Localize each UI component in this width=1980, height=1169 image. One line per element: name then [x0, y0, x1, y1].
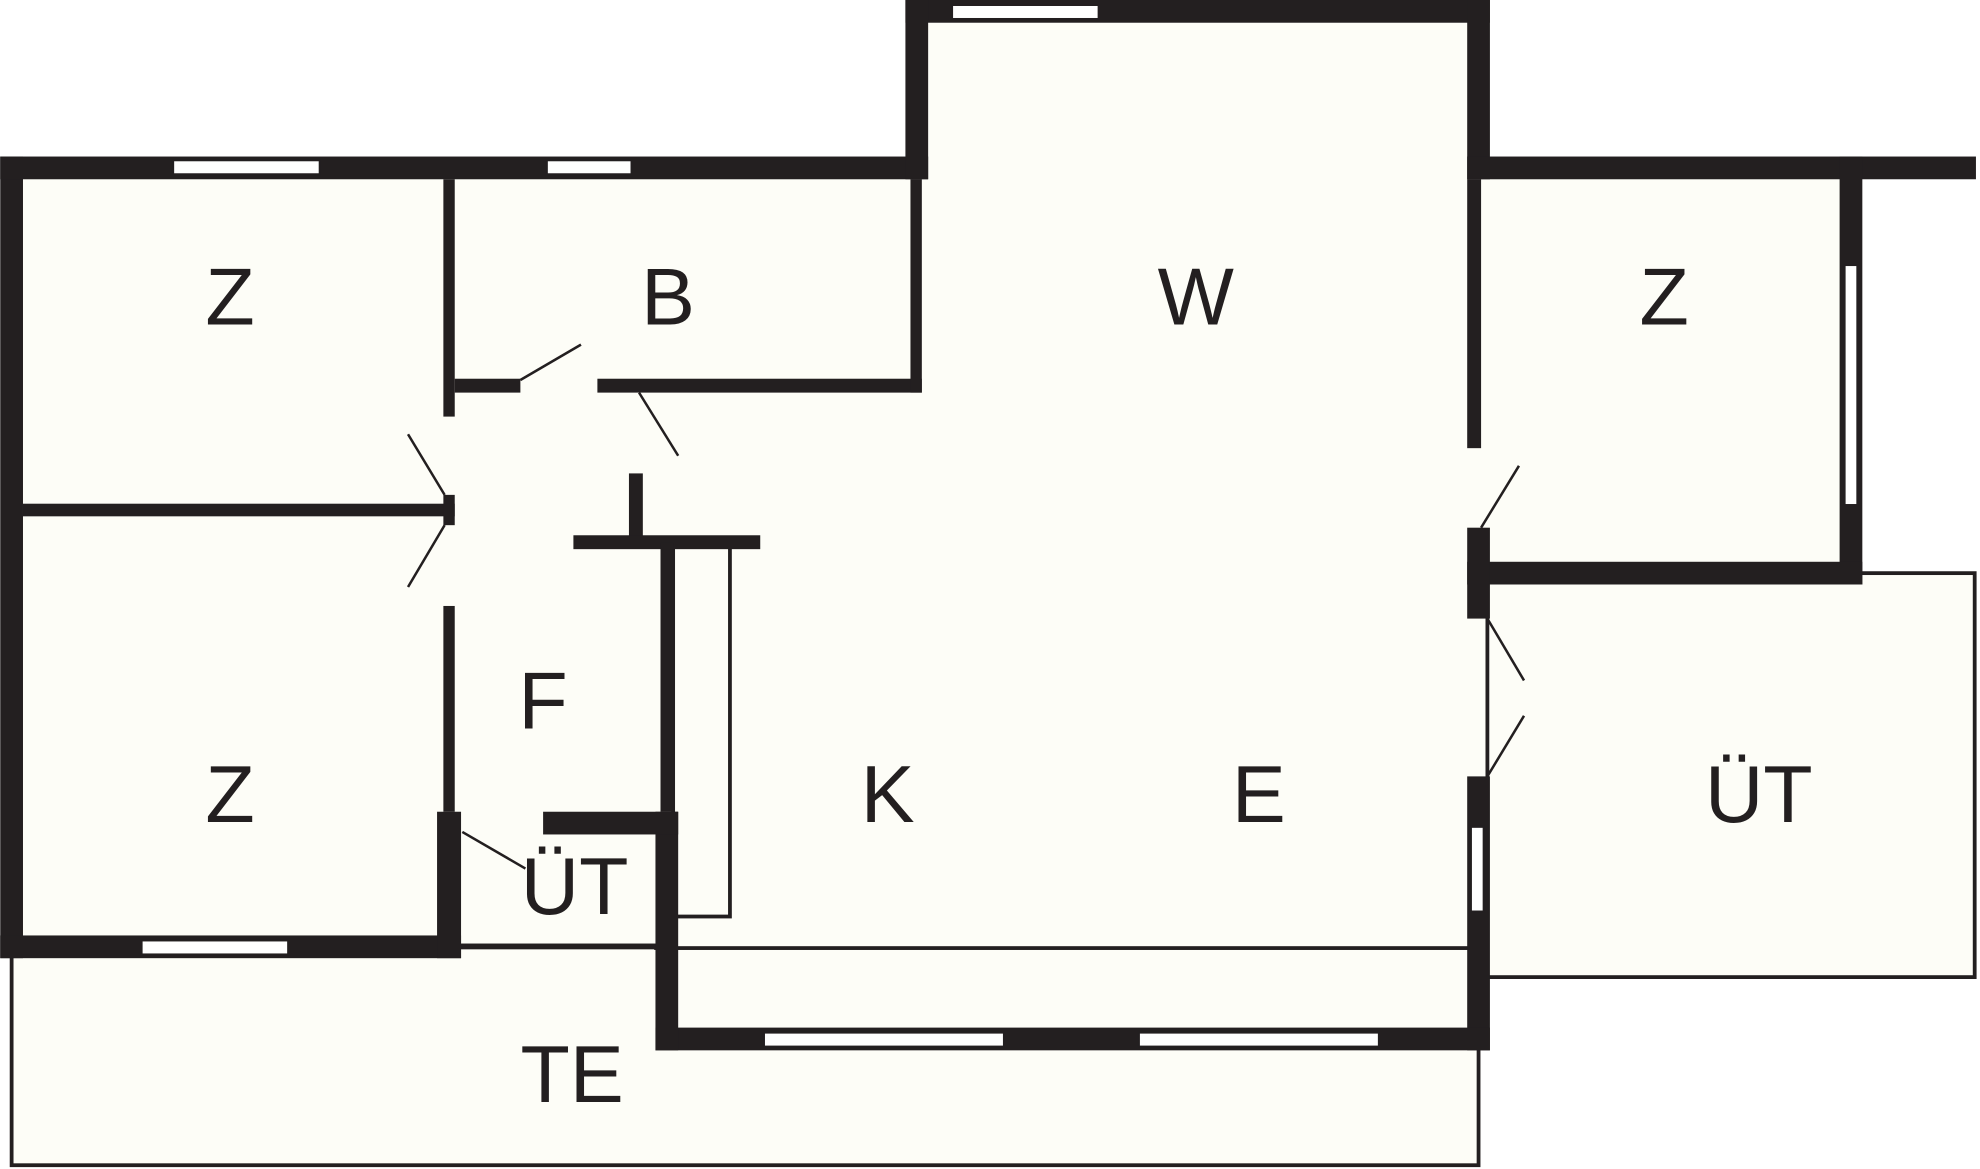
room-label-storage-right: ÜT [1705, 750, 1813, 840]
room-label-bedroom-bottom-left: Z [205, 750, 254, 840]
room-label-dining: E [1232, 750, 1286, 840]
windows [140, 4, 1859, 1048]
room-label-bedroom-top-left: Z [205, 252, 254, 342]
room-label-kitchen: K [861, 750, 915, 840]
room-label-hallway: F [518, 656, 567, 746]
room-label-storage-small: ÜT [521, 842, 629, 932]
room-label-bathroom: B [641, 252, 695, 342]
doors [406, 343, 1526, 870]
terrace-outline [9, 946, 1481, 1168]
room-label-bedroom-right: Z [1639, 252, 1688, 342]
room-label-living-room: W [1158, 252, 1234, 342]
room-label-terrace: TE [521, 1030, 624, 1120]
